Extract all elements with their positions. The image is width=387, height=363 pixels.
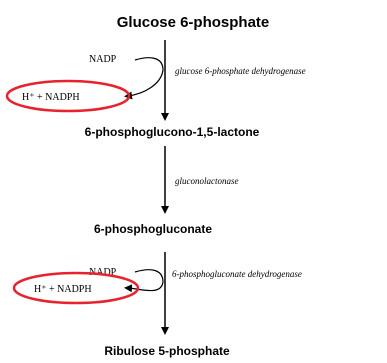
- highlight-ellipse: [5, 79, 131, 113]
- product-label: 6-phosphogluconate: [94, 222, 212, 236]
- cofactor-in-label: NADP: [89, 267, 117, 278]
- step-2: gluconolactonase 6-phosphogluconate: [94, 146, 239, 236]
- enzyme-label: 6-phosphogluconate dehydrogenase: [172, 269, 302, 279]
- product-label: Ribulose 5-phosphate: [104, 344, 230, 358]
- step-3: NADP 6-phosphogluconate dehydrogenase H⁺…: [12, 252, 302, 358]
- enzyme-label: glucose 6-phosphate dehydrogenase: [175, 66, 306, 76]
- cofactor-out-label: H⁺ + NADPH: [34, 284, 92, 295]
- highlight-ellipse: [12, 271, 140, 305]
- enzyme-label: gluconolactonase: [175, 176, 239, 186]
- cofactor-out-label: H⁺ + NADPH: [22, 92, 80, 103]
- cofactor-arrow-3: [124, 269, 164, 293]
- start-metabolite-label: Glucose 6-phosphate: [117, 14, 270, 31]
- step-1: NADP glucose 6-phosphate dehydrogenase H…: [5, 40, 306, 139]
- cofactor-in-label: NADP: [89, 54, 117, 65]
- cofactor-arrow-1: [124, 57, 164, 100]
- product-label: 6-phosphoglucono-1,5-lactone: [85, 125, 260, 139]
